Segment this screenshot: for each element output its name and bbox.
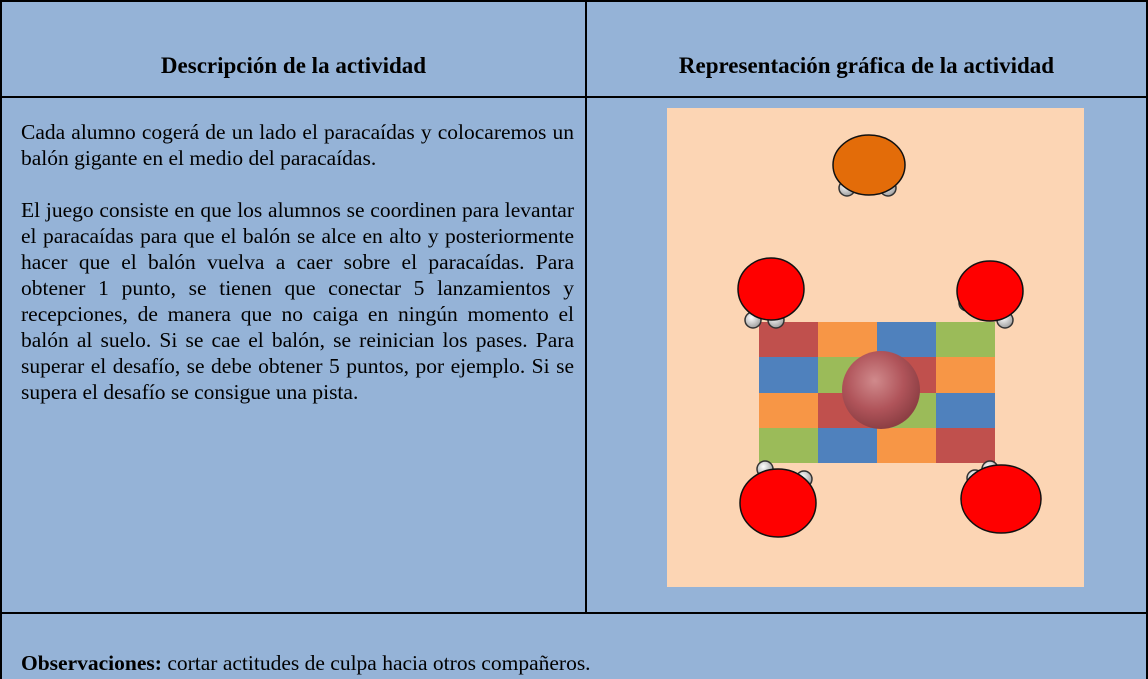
header-description: Descripción de la actividad [160, 53, 427, 78]
description-paragraph-1: Cada alumno cogerá de un lado el paracaí… [21, 120, 574, 170]
observations-label: Observaciones: [21, 651, 162, 675]
player-leader-icon [832, 134, 906, 197]
table-border-top [0, 0, 1148, 2]
column-divider [585, 0, 587, 613]
row-divider-observations [0, 612, 1148, 614]
table-border-right [1146, 0, 1148, 679]
player-bottom-left-icon [739, 460, 817, 538]
observations: Observaciones: cortar actitudes de culpa… [21, 650, 1131, 676]
player-top-right-icon [956, 260, 1024, 329]
header-graphic: Representación gráfica de la actividad [678, 53, 1055, 78]
table-border-left [0, 0, 2, 679]
row-divider-header [0, 96, 1148, 98]
observations-text: cortar actitudes de culpa hacia otros co… [161, 651, 591, 675]
giant-ball-icon [842, 351, 920, 429]
description-paragraph-2: El juego consiste en que los alumnos se … [21, 198, 574, 404]
activity-diagram [667, 108, 1084, 587]
player-top-left-icon [737, 257, 805, 329]
activity-description: Cada alumno cogerá de un lado el paracaí… [21, 119, 574, 405]
player-bottom-right-icon [960, 460, 1042, 534]
